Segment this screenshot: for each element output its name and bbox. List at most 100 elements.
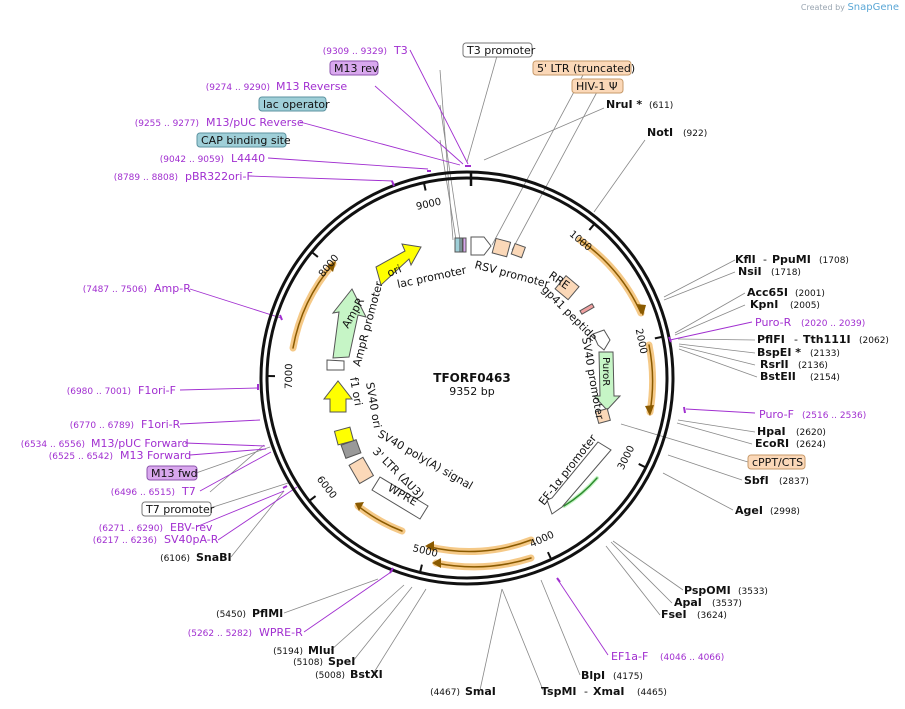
primer-t3-name: T3: [393, 44, 408, 57]
enzyme-pspomi-name: PspOMI: [684, 584, 731, 597]
enzyme-pflmi-name: PflMI: [252, 607, 283, 620]
tick-mark: [546, 551, 553, 560]
t3-promoter-label: T3 promoter: [466, 44, 536, 57]
sv40-ori-label: SV40 ori: [363, 381, 384, 429]
enzyme-agei-name: AgeI: [735, 504, 763, 517]
primer-ebv-range: (6271 .. 6290): [99, 524, 163, 534]
cppt-shape: [595, 408, 611, 424]
plasmid-length: 9352 bp: [449, 385, 494, 398]
enzyme-apai-name: ApaI: [674, 596, 702, 609]
enzyme-pflfi-name: PflFI: [757, 333, 785, 346]
ltr3-shape: [348, 456, 375, 485]
enzyme-acc65i-name: Acc65I: [747, 286, 788, 299]
primer-m13reverse-range: (9274 .. 9290): [206, 83, 270, 93]
enzyme-ecori-pos: (2624): [796, 440, 826, 450]
tick-mark: [588, 223, 596, 231]
enzyme-tspmi-name: TspMI: [541, 685, 577, 698]
tick-label: 9000: [415, 197, 442, 213]
tick-mark: [422, 182, 427, 191]
primer-m13forward-name: M13 Forward: [120, 449, 191, 462]
enzyme-fsei-name: FseI: [661, 608, 687, 621]
feature-shapes: [322, 236, 622, 520]
enzyme-pspomi-pos: (3533): [738, 587, 768, 597]
wpre-shape: [371, 476, 429, 520]
tick-label: 2000: [633, 328, 649, 355]
enzyme-xmai-name: XmaI: [593, 685, 624, 698]
primer-f1orir-name: F1ori-R: [141, 418, 181, 431]
enzyme-blpi-name: BlpI: [581, 669, 605, 682]
primer-pbr-range: (8789 .. 8808): [114, 173, 178, 183]
enzyme-kfli-name: KflI: [735, 253, 756, 266]
cap-binding-site-label: CAP binding site: [201, 134, 291, 147]
primer-t7-name: T7: [181, 485, 196, 498]
primer-m13pucfwd-name: M13/pUC Forward: [91, 437, 189, 450]
ltr5-shape: [491, 237, 512, 258]
rre-shape: [554, 275, 580, 301]
ori-shape: [375, 243, 422, 286]
primer-ef1af-range: (4046 .. 4066): [660, 653, 724, 663]
enzyme-blpi-pos: (4175): [613, 672, 643, 682]
enzyme-bsteii-pos: (2154): [810, 373, 840, 383]
tick-label: 4000: [528, 530, 556, 551]
rsv-promoter-label: RSV promoter: [473, 258, 551, 291]
primer-t3-range: (9309 .. 9329): [323, 47, 387, 57]
enzyme-kpni-pos: (2005): [790, 301, 820, 311]
m13-rev-label: M13 rev: [334, 62, 379, 75]
tick-label: 6000: [314, 474, 338, 501]
enzyme-rsrii-pos: (2136): [798, 361, 828, 371]
enzyme-noti-pos: (922): [683, 129, 707, 139]
primer-f1orif-name: F1ori-F: [138, 384, 176, 397]
feature-label-boxes: T3 promoter 5' LTR (truncated) HIV-1 Ψ M…: [141, 42, 806, 517]
primer-puror-range: (2020 .. 2039): [801, 319, 865, 329]
rsv-promoter-shape: [470, 236, 492, 256]
enzyme-smai-pos: (4467): [430, 688, 460, 698]
enzyme-sbfi-name: SbfI: [744, 474, 769, 487]
enzyme-rsrii-name: RsrII: [760, 358, 789, 371]
primer-l4440-name: L4440: [231, 152, 265, 165]
enzyme-pflfi-dash: -: [794, 333, 798, 346]
tick-mark: [654, 335, 663, 340]
enzyme-snabi-name: SnaBI: [196, 551, 232, 564]
enzyme-acc65i-pos: (2001): [795, 289, 825, 299]
enzyme-tspmi-dash: -: [584, 685, 588, 698]
ef1a-promoter-shape: [546, 441, 612, 515]
lac-operator-label: lac operator: [263, 98, 330, 111]
plasmid-name: TFORF0463: [433, 371, 510, 385]
puror-label: PuroR: [600, 357, 611, 386]
snapgene-logo: SnapGene: [847, 2, 899, 13]
enzyme-tspmi-pos: (4465): [637, 688, 667, 698]
enzyme-bspei-pos: (2133): [810, 349, 840, 359]
enzyme-bstxi-name: BstXI: [350, 668, 383, 681]
enzyme-mlui-pos: (5194): [273, 647, 303, 657]
tick-label: 7000: [284, 363, 295, 389]
enzyme-bspei-name: BspEI *: [757, 346, 801, 359]
ampr-promoter-shape: [326, 359, 345, 371]
cppt-cts-label: cPPT/CTS: [752, 456, 803, 469]
cap-site-block: [454, 237, 461, 253]
primer-f1orif-range: (6980 .. 7001): [67, 387, 131, 397]
primer-m13pucrev-name: M13/pUC Reverse: [206, 116, 304, 129]
lac-promoter-label: lac promoter: [396, 263, 468, 290]
hiv-shape: [510, 242, 526, 259]
ori-label: ori: [385, 262, 403, 279]
sv40-ori-shape: [333, 426, 355, 446]
credit-prefix: Created by: [800, 3, 845, 12]
f1-ori-shape: [322, 380, 354, 413]
enzyme-mlui-name: MluI: [308, 644, 335, 657]
primer-puror-name: Puro-R: [755, 316, 792, 329]
hiv-psi-label: HIV-1 Ψ: [576, 80, 618, 93]
enzyme-apai-pos: (3537): [712, 599, 742, 609]
primer-ebv-name: EBV-rev: [170, 521, 213, 534]
enzyme-pflmi-pos: (5450): [216, 610, 246, 620]
primer-m13forward-range: (6525 .. 6542): [49, 452, 113, 462]
enzyme-nrui-pos: (611): [649, 101, 673, 111]
primer-l4440-range: (9042 .. 9059): [160, 155, 224, 165]
tick-label: 8000: [317, 253, 342, 280]
primer-sv40pa-range: (6217 .. 6236): [93, 536, 157, 546]
f1-ori-label: f1 ori: [347, 376, 365, 407]
snapgene-credit: Created by SnapGene: [801, 2, 899, 13]
enzyme-nrui-name: NruI *: [606, 98, 642, 111]
tick-label: 3000: [616, 444, 637, 472]
enzyme-ecori-name: EcoRI: [755, 437, 789, 450]
tick-mark: [311, 251, 319, 258]
